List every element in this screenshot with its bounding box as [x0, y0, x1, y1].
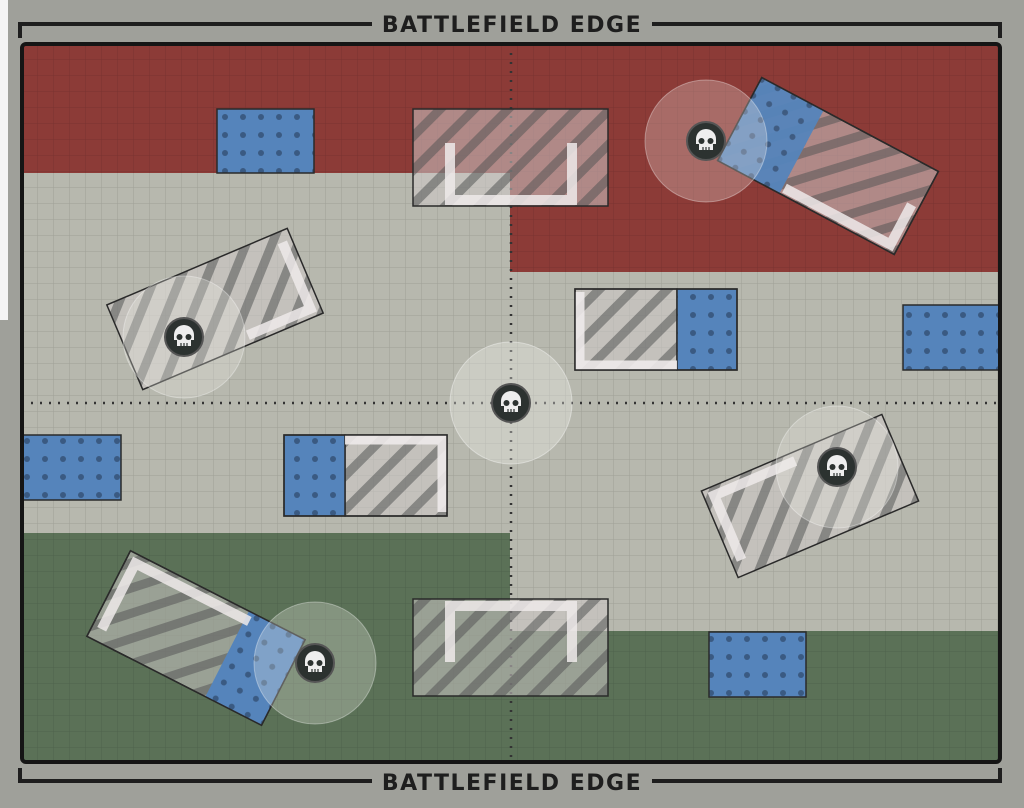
bottom-edge-bracket [18, 768, 1002, 783]
objective-marker[interactable] [253, 601, 377, 725]
skull-icon [491, 383, 531, 423]
skull-icon [295, 643, 335, 683]
top-edge-bracket [18, 22, 1002, 38]
left-edge-strip [0, 0, 8, 320]
skull-icon [686, 121, 726, 161]
terrain-ruin-top-center [412, 108, 609, 207]
terrain-ruin-bottom-center [412, 598, 609, 697]
terrain-blue-bottom [708, 631, 807, 698]
terrain-blue-right [902, 304, 1001, 371]
terrain-ruin-top-right [716, 76, 940, 256]
objective-marker[interactable] [122, 275, 246, 399]
terrain-ruin-center-right [574, 288, 738, 371]
terrain-ruin-right [700, 413, 920, 579]
terrain-ruin-bottom-left [85, 549, 307, 727]
objective-markers [122, 79, 899, 725]
terrain-blue-1 [216, 108, 315, 174]
terrain-blue-left [21, 434, 122, 501]
board-border [20, 42, 1002, 764]
terrain-ruin-center-left [283, 434, 448, 517]
bottom-edge-label: BATTLEFIELD EDGE [382, 771, 642, 796]
terrain-ruin-left [105, 227, 325, 391]
skull-icon [164, 317, 204, 357]
objective-marker[interactable] [644, 79, 768, 203]
skull-icon [817, 447, 857, 487]
objective-marker[interactable] [775, 405, 899, 529]
objective-marker[interactable] [449, 341, 573, 465]
top-edge-label: BATTLEFIELD EDGE [382, 13, 642, 38]
